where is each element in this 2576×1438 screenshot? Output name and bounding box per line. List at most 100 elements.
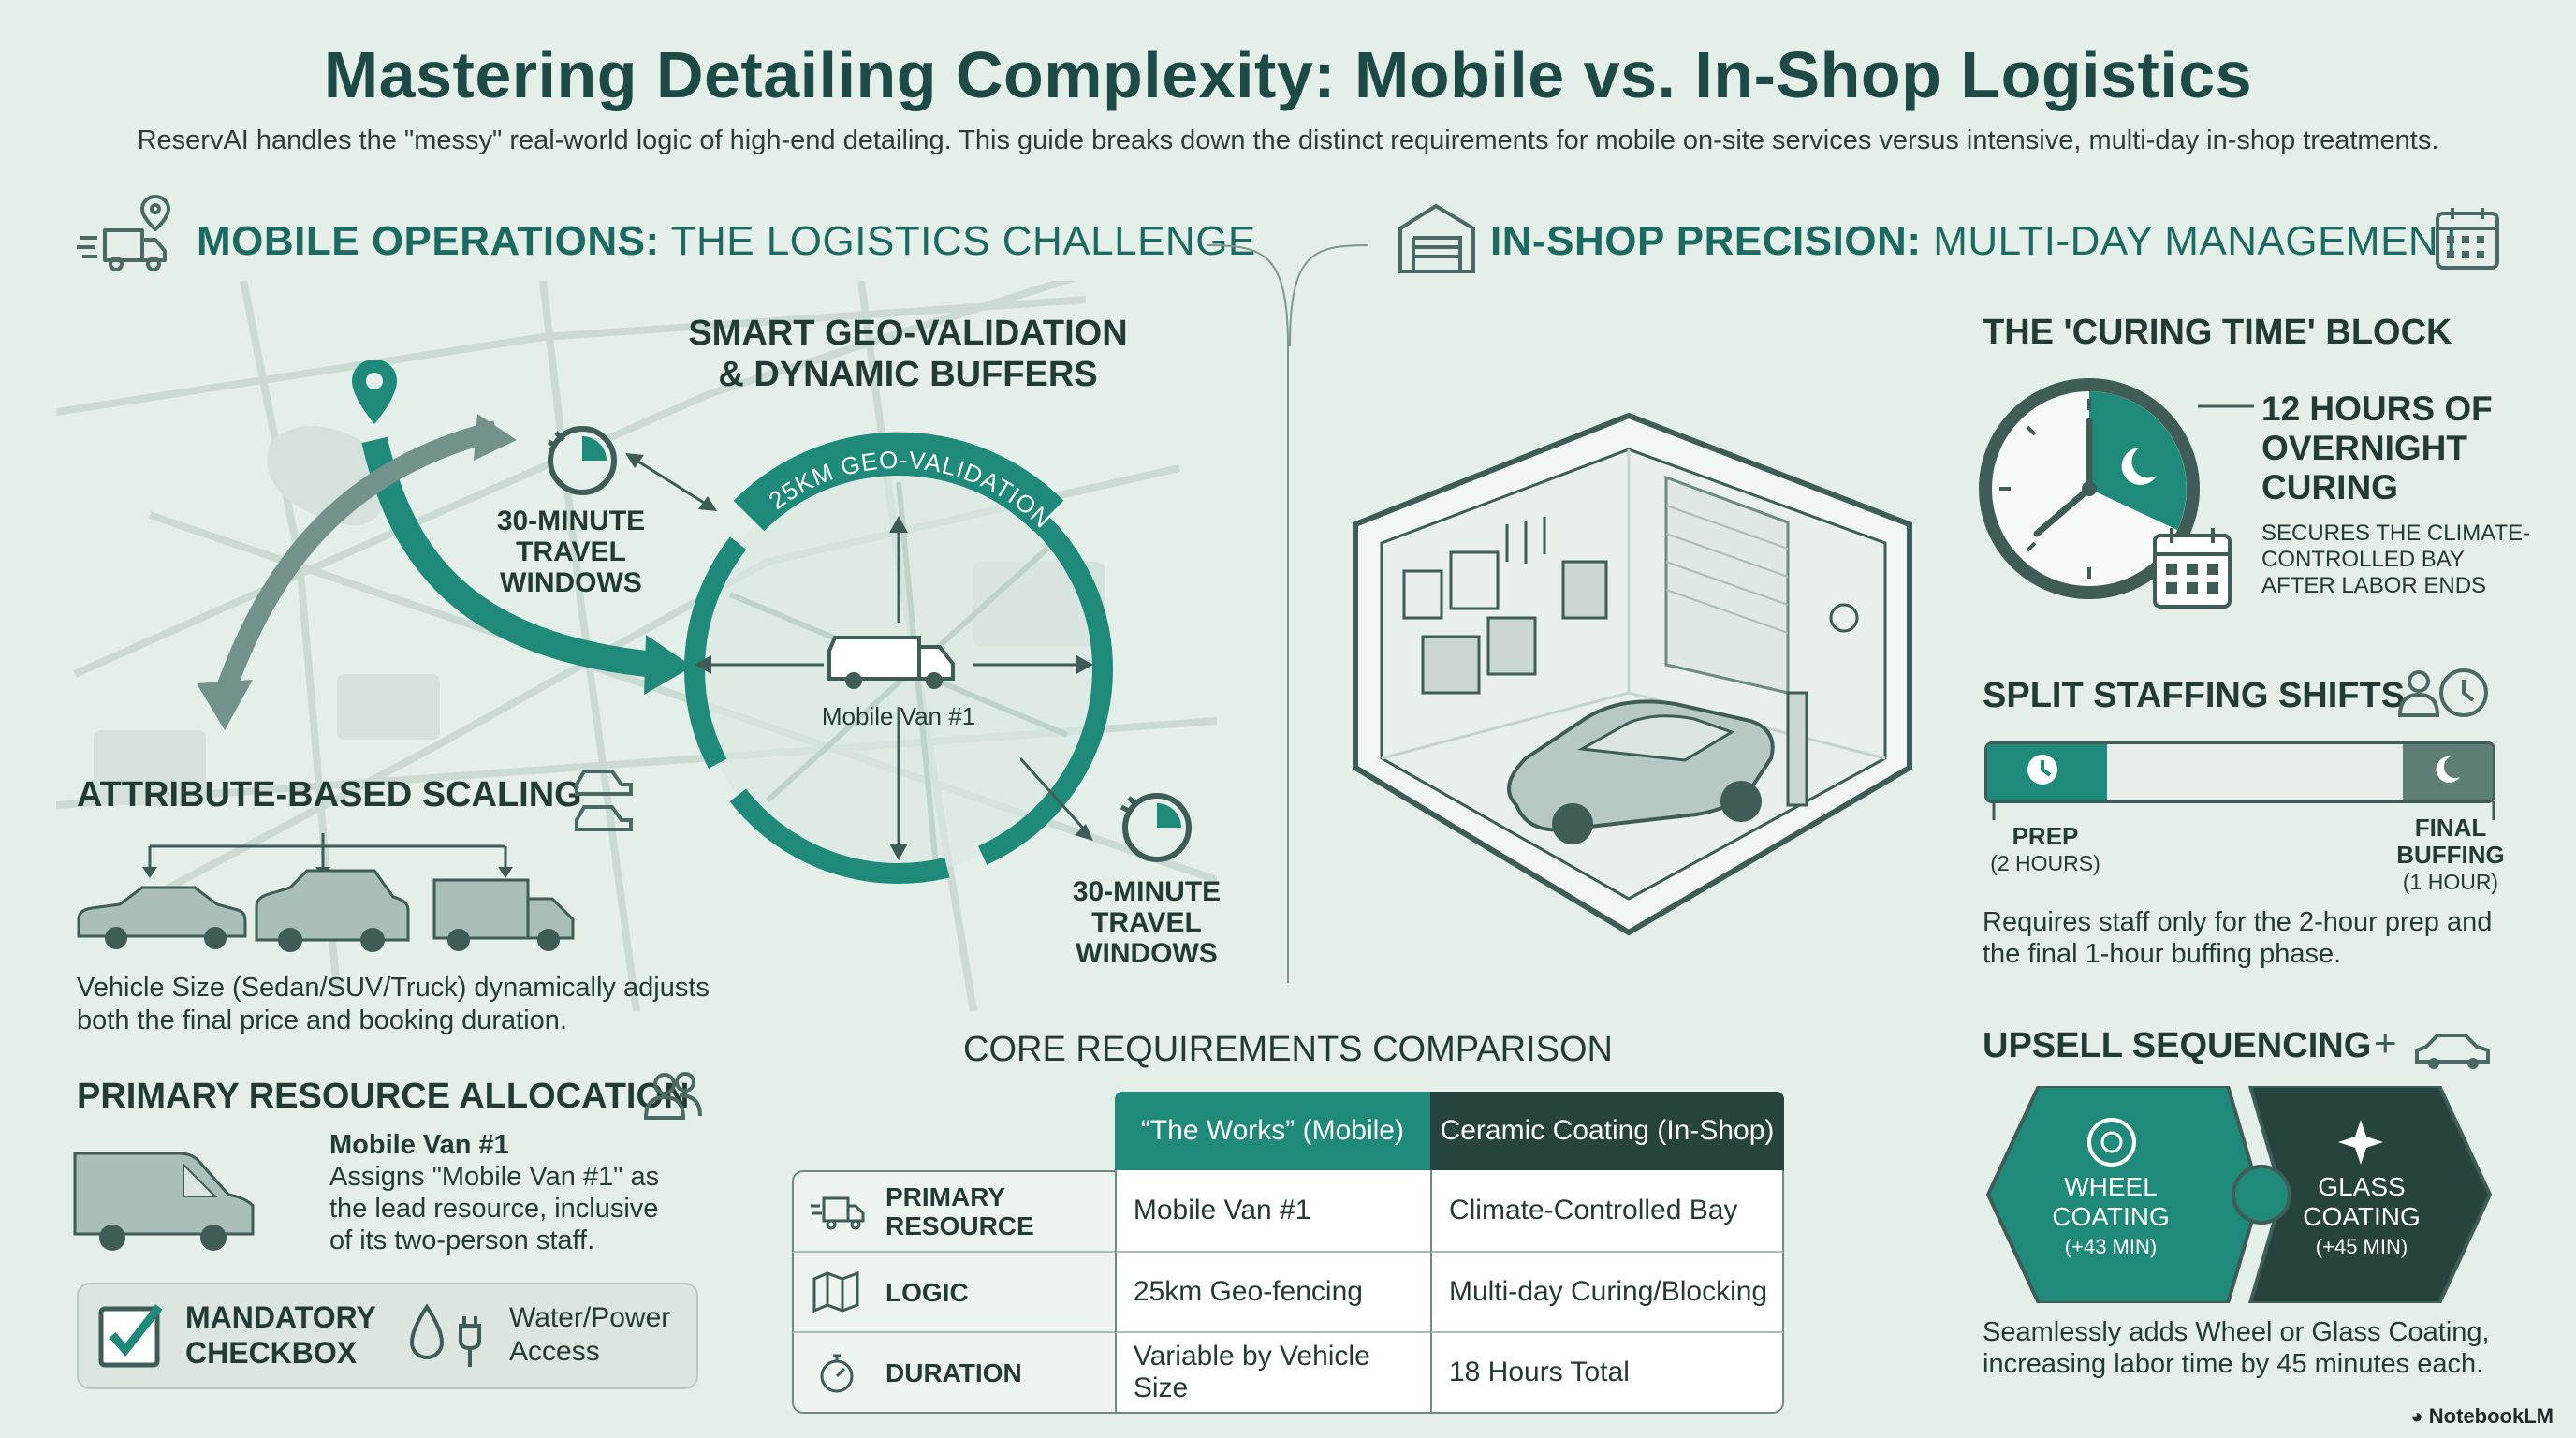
upsell-title: UPSELL SEQUENCING (1983, 1026, 2372, 1065)
water-line2: Access (509, 1336, 600, 1367)
mobile-heading-rest: THE LOGISTICS CHALLENGE (670, 218, 1256, 264)
glass-line1: GLASS (2318, 1172, 2406, 1201)
mobile-section-heading: MOBILE OPERATIONS: THE LOGISTICS CHALLEN… (197, 218, 1256, 265)
row-label-resource-line2: RESOURCE (886, 1211, 1034, 1240)
upsell-text-line2: increasing labor time by 45 minutes each… (1983, 1349, 2484, 1379)
prep-label: PREP (2012, 822, 2079, 850)
resource-description: Mobile Van #1 Assigns "Mobile Van #1" as… (329, 1129, 723, 1256)
cell-shop-resource: Climate-Controlled Bay (1429, 1170, 1784, 1253)
delivery-truck-icon (811, 1196, 865, 1230)
staff-clock-icon (2397, 668, 2488, 717)
wheel-line2: COATING (2052, 1202, 2170, 1231)
climate-controlled-bay-illustration (1353, 412, 1912, 936)
glass-coating-text: GLASS COATING (+45 MIN) (2263, 1172, 2460, 1262)
column-header-shop: Ceramic Coating (In-Shop) (1429, 1092, 1784, 1170)
water-power-icon (409, 1303, 481, 1367)
table-row: LOGIC 25km Geo-fencing Multi-day Curing/… (792, 1253, 1784, 1333)
geo-title-line1: SMART GEO-VALIDATION (688, 314, 1128, 353)
scaling-text-line1: Vehicle Size (Sedan/SUV/Truck) dynamical… (77, 973, 710, 1003)
page-title: Mastering Detailing Complexity: Mobile v… (323, 38, 2253, 111)
row-label-logic-text: LOGIC (886, 1277, 969, 1307)
page-subtitle: ReservAI handles the "messy" real-world … (137, 125, 2439, 155)
row-label-duration-text: DURATION (886, 1357, 1022, 1387)
staffing-ticks (1992, 801, 2496, 820)
resource-text-line1: Assigns "Mobile Van #1" as (329, 1162, 660, 1192)
travel-arrow-2 (1020, 756, 1192, 862)
final-label-group: FINAL BUFFING (1 HOUR) (2376, 814, 2525, 896)
mandatory-line1: MANDATORY (185, 1300, 376, 1334)
row-label-logic: LOGIC (792, 1253, 1115, 1333)
final-hours: (1 HOUR) (2402, 870, 2499, 894)
mobile-van-label: Mobile Van #1 (821, 702, 976, 730)
checkbox-checked-icon[interactable] (97, 1301, 168, 1369)
map-pin-icon (812, 1270, 859, 1313)
geo-validation-title: SMART GEO-VALIDATION & DYNAMIC BUFFERS (674, 313, 1142, 395)
notebooklm-brand: ◕ NotebookLM (2410, 1404, 2554, 1429)
resource-text-line3: of its two-person staff. (329, 1225, 595, 1255)
travel-window-top-line2: TRAVEL (516, 536, 626, 567)
comparison-table: “The Works” (Mobile) Ceramic Coating (In… (792, 1092, 1784, 1414)
two-people-icon (643, 1072, 702, 1120)
prep-clock-icon (2027, 755, 2057, 785)
delivery-van-pin-icon (77, 195, 170, 271)
split-text-line2: the final 1-hour buffing phase. (1983, 939, 2342, 969)
vehicles-icon (575, 770, 633, 831)
scaling-title: ATTRIBUTE-BASED SCALING (77, 775, 582, 814)
curing-desc-line2: CONTROLLED BAY (2261, 547, 2465, 572)
glass-line2: COATING (2303, 1202, 2421, 1231)
vehicle-size-diagram (77, 833, 575, 952)
split-staffing-title: SPLIT STAFFING SHIFTS (1983, 676, 2406, 715)
cell-shop-logic: Multi-day Curing/Blocking (1429, 1253, 1784, 1333)
wheel-line1: WHEEL (2064, 1172, 2158, 1201)
geo-title-line2: & DYNAMIC BUFFERS (718, 355, 1098, 394)
curing-hours: 12 HOURS OF OVERNIGHT CURING (2261, 389, 2493, 507)
night-moon-icon (2436, 756, 2460, 783)
upsell-text-line1: Seamlessly adds Wheel or Glass Coating, (1983, 1317, 2490, 1347)
cell-mobile-resource: Mobile Van #1 (1114, 1170, 1430, 1253)
travel-window-bottom-line3: WINDOWS (1076, 938, 1218, 969)
wheel-coating-text: WHEEL COATING (+43 MIN) (2012, 1172, 2209, 1262)
travel-window-bottom: 30-MINUTE TRAVEL WINDOWS (1044, 876, 1250, 969)
cell-mobile-logic: 25km Geo-fencing (1114, 1253, 1430, 1333)
row-label-duration: DURATION (792, 1333, 1115, 1414)
shop-section-heading: IN-SHOP PRECISION: MULTI-DAY MANAGEMENT (1490, 218, 2465, 265)
curing-desc-line3: AFTER LABOR ENDS (2261, 573, 2487, 598)
mandatory-line2: CHECKBOX (185, 1336, 358, 1370)
curing-desc-line1: SECURES THE CLIMATE- (2261, 521, 2531, 546)
curing-hours-line2: OVERNIGHT (2261, 429, 2467, 467)
row-label-resource-line1: PRIMARY (886, 1182, 1006, 1211)
curing-hours-line3: CURING (2261, 468, 2398, 506)
travel-window-top-line1: 30-MINUTE (496, 506, 646, 536)
travel-window-bottom-line1: 30-MINUTE (1072, 876, 1222, 907)
curing-title: THE 'CURING TIME' BLOCK (1983, 313, 2452, 352)
staffing-timeline-bar (1984, 741, 2496, 803)
sedan-icon (77, 886, 247, 949)
curing-connector (2198, 404, 2254, 408)
glass-line3: (+45 MIN) (2315, 1235, 2408, 1258)
table-row: DURATION Variable by Vehicle Size 18 Hou… (792, 1333, 1784, 1414)
cell-mobile-duration: Variable by Vehicle Size (1114, 1333, 1430, 1414)
notebooklm-logo-icon: ◕ (2410, 1404, 2423, 1428)
prep-hours: (2 HOURS) (1990, 851, 2100, 875)
resource-name: Mobile Van #1 (329, 1130, 509, 1160)
car-add-icon (2415, 1034, 2490, 1069)
travel-window-bottom-line2: TRAVEL (1091, 907, 1202, 938)
shop-heading-rest: MULTI-DAY MANAGEMENT (1933, 218, 2465, 264)
calendar-icon (2436, 208, 2499, 270)
final-label-2: BUFFING (2396, 841, 2505, 869)
geo-validation-ring: 25KM GEO-VALIDATION (684, 432, 1113, 884)
double-arrow (625, 453, 717, 511)
split-staffing-description: Requires staff only for the 2-hour prep … (1983, 906, 2563, 970)
travel-window-top: 30-MINUTE TRAVEL WINDOWS (468, 506, 674, 598)
stopwatch-icon (547, 426, 617, 495)
split-text-line1: Requires staff only for the 2-hour prep … (1983, 907, 2493, 937)
upsell-plus: + (2374, 1020, 2397, 1064)
table-corner (792, 1092, 1115, 1170)
travel-window-top-line3: WINDOWS (500, 567, 642, 598)
mobile-heading-bold: MOBILE OPERATIONS: (197, 218, 660, 264)
scaling-text-line2: both the final price and booking duratio… (77, 1005, 567, 1035)
location-pin-icon (352, 360, 397, 424)
mandatory-checkbox-box (77, 1283, 698, 1389)
